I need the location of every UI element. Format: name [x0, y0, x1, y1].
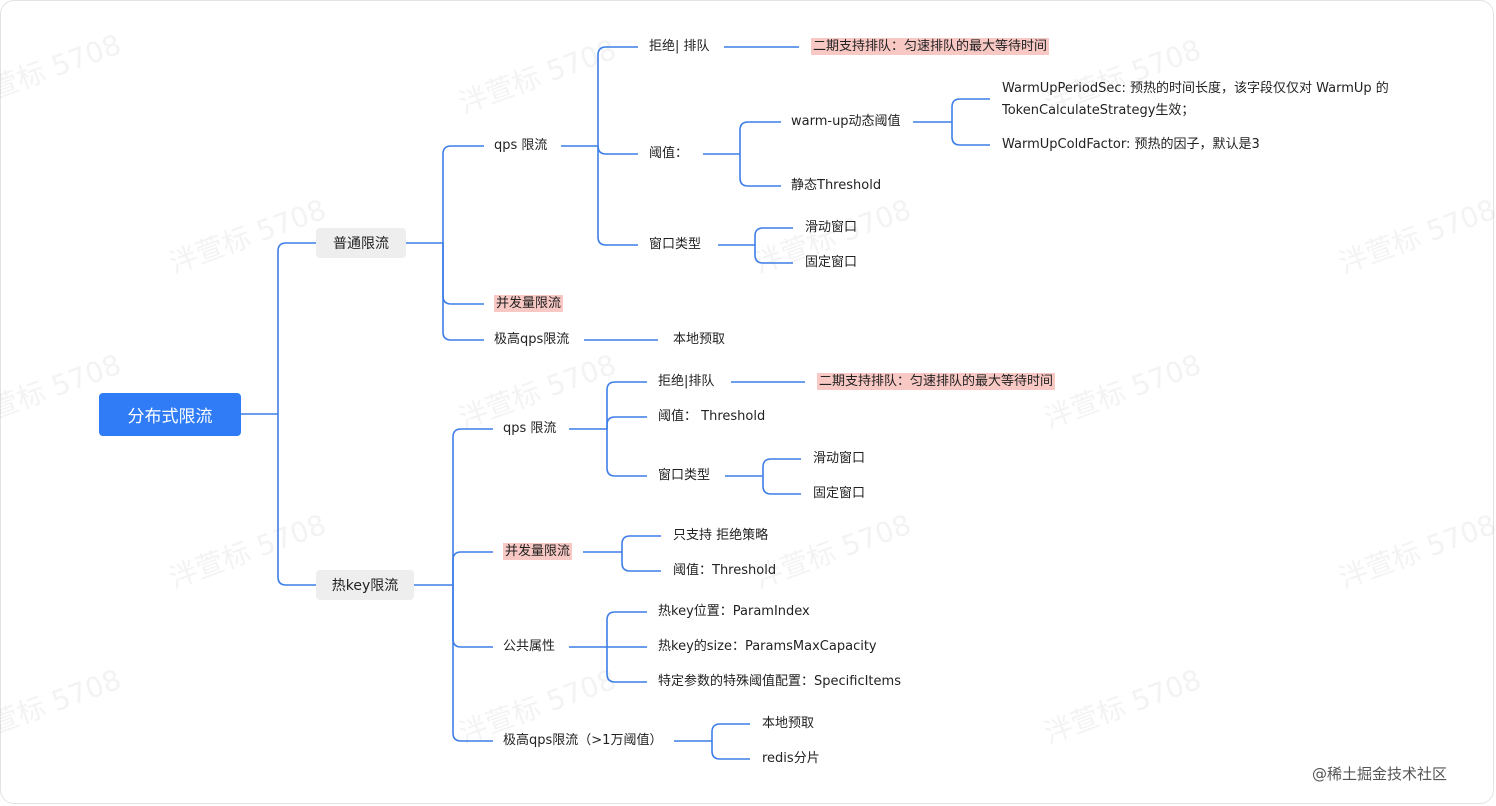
edge-common-branch-2: [606, 647, 647, 683]
node-warmup-period[interactable]: WarmUpPeriodSec: 预热的时间长度，该字段仅仅对 WarmUp 的…: [1002, 81, 1389, 118]
edge-normal-branch-2: [442, 243, 484, 341]
node-hotkey-extreme[interactable]: 极高qps限流（>1万阈值）: [503, 733, 663, 748]
edge-normal-qps-branch-2: [597, 146, 638, 246]
node-normal-extreme[interactable]: 极高qps限流: [494, 332, 570, 347]
node-hotkey-sliding[interactable]: 滑动窗口: [813, 451, 866, 466]
edge-normal-window-branch-0: [754, 227, 793, 245]
edge-hotkey-qps-branch-2: [606, 429, 647, 477]
node-normal-qps[interactable]: qps 限流: [494, 138, 548, 153]
node-normal-fixed[interactable]: 固定窗口: [805, 255, 858, 270]
edge-hotkey-qps-branch-1: [606, 416, 647, 429]
edge-hotkey-window-branch-0: [762, 458, 801, 476]
edge-hotkey-branch-1: [452, 551, 493, 585]
edge-normal-qps-branch-0: [597, 46, 638, 146]
edge-normal-window-branch-1: [754, 245, 793, 264]
node-hotkey-concurrency[interactable]: 并发量限流: [503, 543, 573, 560]
node-hotkey-limit[interactable]: 热key限流: [316, 570, 414, 600]
node-static-threshold[interactable]: 静态Threshold: [791, 178, 882, 193]
edge-root-branch-1: [277, 414, 316, 586]
edge-warmup-branch-0: [951, 98, 990, 122]
node-params-max-capacity[interactable]: 热key的size：ParamsMaxCapacity: [658, 639, 877, 654]
node-reject-only[interactable]: 只支持 拒绝策略: [673, 528, 769, 543]
node-hotkey-reject[interactable]: 拒绝|排队: [658, 374, 715, 389]
edge-root-branch-0: [277, 242, 316, 414]
edge-normal-branch-1: [442, 243, 484, 305]
node-hotkey-local[interactable]: 本地预取: [762, 716, 815, 731]
node-hotkey-qps[interactable]: qps 限流: [503, 421, 557, 436]
edge-hotkey-concurrency-branch-1: [621, 552, 661, 572]
node-normal-queue-note[interactable]: 二期支持排队：匀速排队的最大等待时间: [811, 38, 1050, 55]
node-normal-sliding[interactable]: 滑动窗口: [805, 220, 858, 235]
edge-hotkey-window-branch-1: [762, 476, 801, 495]
node-hotkey-queue-note[interactable]: 二期支持排队：匀速排队的最大等待时间: [817, 373, 1056, 390]
node-common-attrs[interactable]: 公共属性: [503, 639, 556, 654]
node-hotkey-threshold[interactable]: 阈值： Threshold: [658, 409, 766, 424]
node-param-index[interactable]: 热key位置：ParamIndex: [658, 604, 810, 619]
edge-warmup-branch-1: [951, 122, 990, 146]
edge-hotkey-branch-2: [452, 585, 493, 648]
edge-hotkey-branch-0: [452, 428, 493, 585]
node-warmup[interactable]: warm-up动态阈值: [791, 114, 901, 129]
node-specific-items[interactable]: 特定参数的特殊阈值配置：SpecificItems: [658, 674, 901, 689]
edge-threshold-branch-0: [739, 121, 781, 154]
node-normal-window[interactable]: 窗口类型: [649, 237, 702, 252]
node-hotkey-fixed[interactable]: 固定窗口: [813, 486, 866, 501]
edge-threshold-branch-1: [739, 154, 781, 187]
site-credit: @稀土掘金技术社区: [1312, 765, 1448, 783]
node-normal-reject[interactable]: 拒绝| 排队: [649, 39, 710, 54]
node-normal-threshold[interactable]: 阈值：: [649, 146, 689, 161]
edge-normal-qps-branch-1: [597, 145, 638, 155]
edge-hotkey-concurrency-branch-0: [621, 535, 661, 552]
node-normal-concurrency[interactable]: 并发量限流: [494, 295, 564, 312]
node-normal-local[interactable]: 本地预取: [673, 332, 726, 347]
edge-hotkey-extreme-branch-1: [711, 741, 750, 760]
edge-common-branch-0: [606, 611, 647, 647]
edge-hotkey-qps-branch-0: [606, 381, 647, 429]
node-redis-shard[interactable]: redis分片: [762, 751, 820, 766]
root-node[interactable]: 分布式限流: [99, 393, 241, 436]
edge-hotkey-extreme-branch-0: [711, 723, 750, 741]
node-warmup-cold[interactable]: WarmUpColdFactor: 预热的因子，默认是3: [1002, 137, 1260, 152]
edge-hotkey-branch-3: [452, 585, 493, 742]
node-concurrency-threshold[interactable]: 阈值：Threshold: [673, 563, 777, 578]
edge-normal-branch-0: [442, 145, 484, 243]
node-hotkey-window[interactable]: 窗口类型: [658, 468, 711, 483]
node-normal-limit[interactable]: 普通限流: [316, 228, 406, 258]
